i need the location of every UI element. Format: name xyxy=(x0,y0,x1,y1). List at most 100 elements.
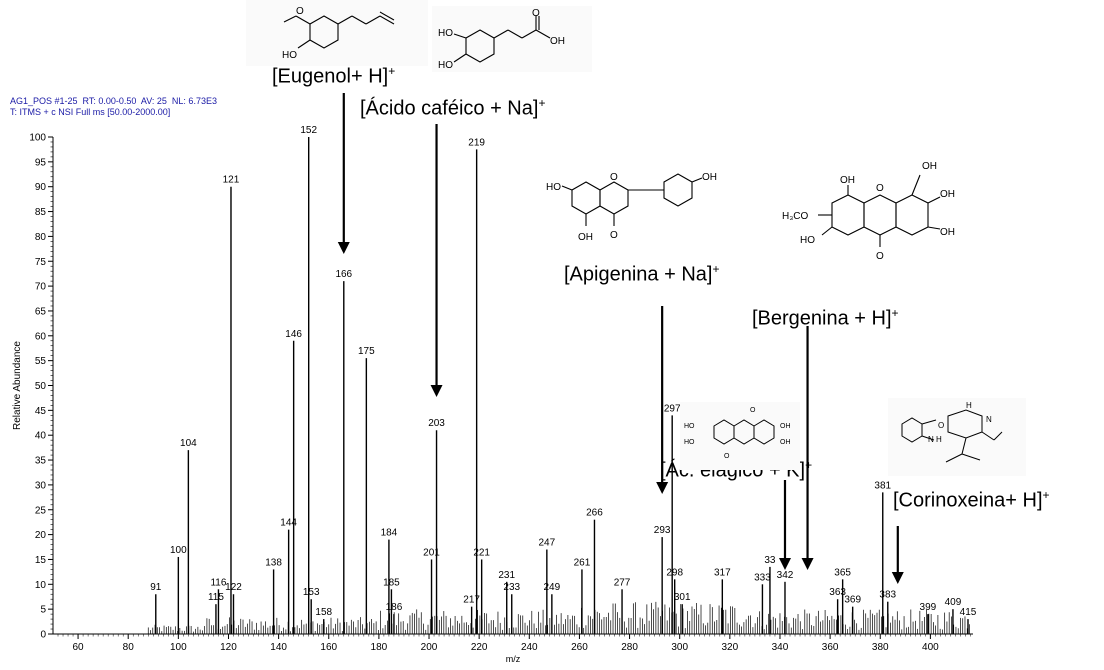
peak-label: 247 xyxy=(538,538,555,549)
peak-label: 399 xyxy=(920,602,937,613)
x-tick-label: 60 xyxy=(73,642,85,653)
peak-label: 100 xyxy=(170,545,187,556)
peak-label: 342 xyxy=(777,570,794,581)
caffeic-oh: OH xyxy=(550,36,565,47)
y-tick-label: 45 xyxy=(35,406,47,417)
peak-label: 261 xyxy=(574,557,591,568)
y-tick-label: 55 xyxy=(35,356,47,367)
x-tick-label: 280 xyxy=(621,642,638,653)
peak-label: 121 xyxy=(223,175,240,186)
peak-label: 297 xyxy=(664,403,681,414)
corynoxeine-o: O xyxy=(938,421,944,430)
peak-label: 115 xyxy=(208,592,224,603)
peak-label: 175 xyxy=(358,346,375,357)
peak-label: 381 xyxy=(874,480,891,491)
peak-label: 152 xyxy=(300,125,317,136)
bergenin-oh-1: OH xyxy=(840,175,855,186)
y-tick-label: 15 xyxy=(35,555,47,566)
peak-label: 186 xyxy=(386,602,403,613)
peak-label: 219 xyxy=(468,137,485,148)
peak-label: 383 xyxy=(879,590,896,601)
arrow-head xyxy=(801,558,814,570)
peak-label: 122 xyxy=(225,582,242,593)
ellagic-acid-structure: O O HO HO OH OH xyxy=(680,402,800,470)
peak-label: 201 xyxy=(423,547,440,558)
y-tick-label: 5 xyxy=(40,605,46,616)
eugenol-structure: O HO xyxy=(246,0,428,66)
scan-header-line-1: AG1_POS #1-25 RT: 0.00-0.50 AV: 25 NL: 6… xyxy=(10,96,217,106)
x-tick-label: 380 xyxy=(872,642,889,653)
chart-axes: 0510152025303540455055606570758085909510… xyxy=(12,133,973,664)
annotation-eugenol: [Eugenol+ H]+ xyxy=(272,64,396,88)
caffeic-ho-1: HO xyxy=(438,28,453,39)
ellagic-ho-1: HO xyxy=(684,423,695,430)
corynoxeine-n: N xyxy=(986,415,992,424)
bergenin-oh-3: OH xyxy=(940,189,955,200)
peak-label: 158 xyxy=(315,607,332,618)
peak-label: 301 xyxy=(674,592,691,603)
caffeic-acid-structure: O OH HO HO xyxy=(432,6,592,72)
peak-label: 317 xyxy=(714,567,731,578)
x-tick-label: 180 xyxy=(371,642,388,653)
x-tick-label: 140 xyxy=(270,642,287,653)
caffeic-ho-2: HO xyxy=(438,60,453,71)
peak-label: 231 xyxy=(498,570,515,581)
x-tick-label: 160 xyxy=(320,642,337,653)
eugenol-ho: HO xyxy=(282,50,297,61)
y-tick-label: 40 xyxy=(35,431,47,442)
ellagic-o-2: O xyxy=(724,453,730,460)
noise-peaks xyxy=(147,601,970,634)
peak-label: 277 xyxy=(614,577,631,588)
annotation-bergenin: [Bergenina + H]+ xyxy=(752,306,899,330)
peak-label: 153 xyxy=(303,587,320,598)
arrow-head xyxy=(891,572,904,584)
labeled-peaks: 9110010411511612112213814414615215315816… xyxy=(150,125,977,634)
y-tick-label: 80 xyxy=(35,232,47,243)
corynoxeine-h: H xyxy=(966,401,972,410)
y-axis-title: Relative Abundance xyxy=(12,341,23,430)
peak-label: 409 xyxy=(945,597,962,608)
peak-label: 363 xyxy=(829,587,846,598)
y-tick-label: 100 xyxy=(29,133,46,144)
peak-label: 415 xyxy=(960,607,977,618)
bergenin-o-1: O xyxy=(876,183,884,194)
apigenin-oh-bottom: OH xyxy=(578,232,593,243)
y-tick-label: 0 xyxy=(40,630,46,641)
x-tick-label: 400 xyxy=(922,642,939,653)
bergenin-o-2: O xyxy=(876,251,884,262)
peak-label: 166 xyxy=(335,269,352,280)
peak-label: 365 xyxy=(834,567,851,578)
annotation-caffeic-acid: [Ácido caféico + Na]+ xyxy=(360,96,546,120)
arrow-head xyxy=(337,242,350,254)
peak-label: 298 xyxy=(666,567,683,578)
scan-header-line-2: T: ITMS + c NSI Full ms [50.00-2000.00] xyxy=(10,107,171,117)
arrow-head xyxy=(430,385,443,397)
y-tick-label: 10 xyxy=(35,580,47,591)
peak-label: 146 xyxy=(285,329,302,340)
caffeic-o: O xyxy=(532,8,540,19)
peak-label: 233 xyxy=(503,582,520,593)
arrow-head xyxy=(656,482,669,494)
annotation-arrows xyxy=(337,93,904,584)
peak-label: 203 xyxy=(428,418,445,429)
y-tick-label: 95 xyxy=(35,157,47,168)
x-tick-label: 100 xyxy=(170,642,187,653)
apigenin-oh-top: OH xyxy=(702,172,717,183)
y-tick-label: 30 xyxy=(35,480,47,491)
bergenin-structure: OH OH OH OH HO H₃CO O O xyxy=(782,161,955,262)
ellagic-ho-2: HO xyxy=(684,439,695,446)
x-tick-label: 260 xyxy=(571,642,588,653)
peak-label: 184 xyxy=(381,528,398,539)
corynoxeine-nh: N H xyxy=(928,435,942,444)
bergenin-h3co: H₃CO xyxy=(782,211,809,222)
peak-label: 185 xyxy=(383,577,400,588)
arrow-head xyxy=(778,558,791,570)
x-tick-label: 320 xyxy=(721,642,738,653)
apigenin-o-ring: O xyxy=(610,172,618,183)
apigenin-ho: HO xyxy=(546,182,561,193)
y-tick-label: 70 xyxy=(35,282,47,293)
bergenin-ho: HO xyxy=(800,235,815,246)
peak-label: 116 xyxy=(210,577,226,588)
eugenol-o: O xyxy=(296,6,304,17)
